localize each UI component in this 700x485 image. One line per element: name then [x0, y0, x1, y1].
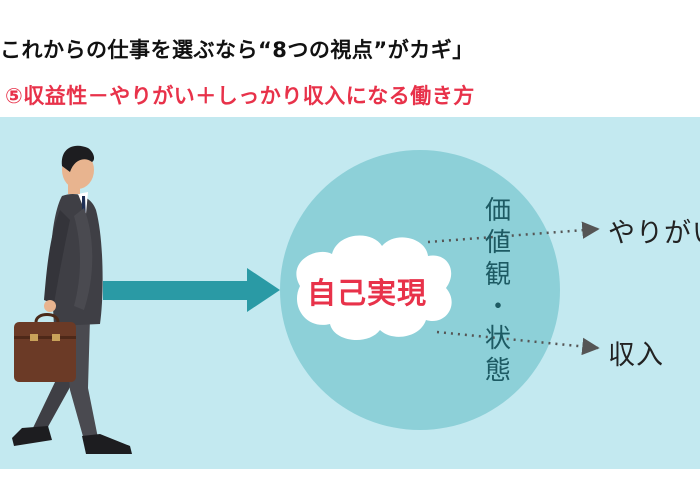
label-income: 収入: [608, 340, 664, 371]
circle-char: ・: [484, 292, 511, 322]
circle-char: 観: [484, 260, 511, 290]
page-title: これからの仕事を選ぶなら“8つの視点”がカギ」: [0, 38, 474, 62]
circle-vertical-text: 価 値 観 ・ 状 態: [480, 195, 516, 387]
main-arrow-icon: [103, 268, 280, 312]
briefcase-icon: [14, 313, 76, 382]
circle-char: 態: [484, 356, 511, 386]
circle-char: 値: [484, 228, 511, 258]
dotted-arrow-bottom: [436, 330, 600, 356]
label-yarigai: やりがい: [608, 218, 700, 249]
page-subtitle: ⑤収益性－やりがい＋しっかり収入になる働き方: [5, 84, 475, 108]
cloud-shape: [296, 235, 452, 341]
circle-char: 価: [484, 196, 511, 226]
cloud-label: 自己実現: [306, 276, 427, 310]
dotted-arrow-top: [427, 221, 600, 244]
circle-char: 状: [484, 324, 511, 354]
